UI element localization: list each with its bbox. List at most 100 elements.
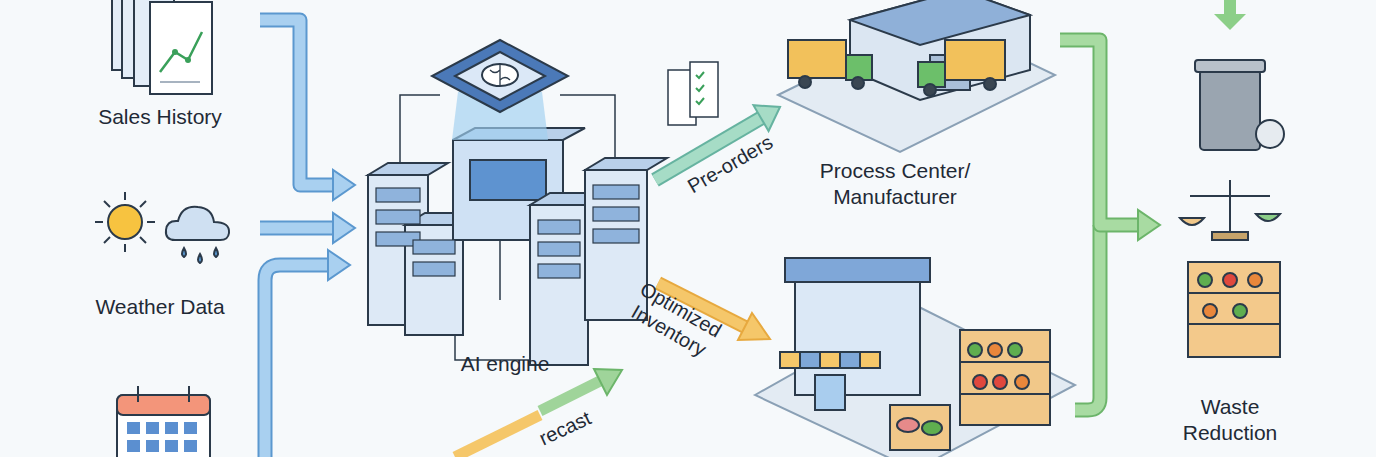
page [150, 2, 212, 94]
chart-dot [172, 49, 178, 55]
day-cell [146, 440, 159, 452]
chip [432, 40, 568, 112]
slot [413, 240, 455, 254]
produce [1223, 273, 1237, 287]
calendar-body [117, 395, 210, 457]
server-top [585, 158, 667, 170]
server-cluster [368, 40, 667, 365]
edge-label: Pre-orders [683, 130, 777, 198]
shelf-line [1188, 292, 1280, 294]
produce [988, 343, 1002, 357]
produce [968, 343, 982, 357]
day-cell [165, 422, 178, 434]
arrow-outline [265, 265, 328, 457]
day-cell [184, 440, 197, 452]
vegetable [922, 421, 942, 435]
chart-dot [185, 57, 191, 63]
calendar-ring [137, 386, 139, 402]
produce-shelf [1188, 262, 1280, 357]
bracket-leg [1075, 225, 1100, 410]
scale-beam [1190, 195, 1270, 197]
down-arrow [1224, 0, 1236, 14]
rain-drop [214, 248, 218, 257]
arrow-body [455, 415, 540, 457]
scale-pan [1256, 214, 1280, 221]
arrow-outline [260, 20, 335, 185]
sun-ray [124, 244, 126, 252]
produce-shelf [960, 330, 1050, 425]
produce [1233, 304, 1247, 318]
arrow-body [1060, 40, 1140, 225]
sun-icon [95, 192, 155, 252]
shelf-line [960, 393, 1050, 395]
arrow-head [738, 313, 770, 340]
order-sheet [690, 62, 718, 117]
bracket-outline [1075, 225, 1100, 410]
slot [538, 264, 580, 278]
day-cell [146, 422, 159, 434]
calendar-ring [188, 386, 190, 402]
store-door [815, 375, 845, 410]
day-cell [184, 422, 197, 434]
arrow-body [265, 265, 330, 457]
node-label: Process Center/ Manufacturer [795, 158, 995, 210]
sun-ray [124, 192, 126, 200]
produce [1015, 375, 1029, 389]
arrow-outline [1060, 40, 1140, 225]
arrow-head [333, 213, 355, 243]
sun-ray [140, 237, 146, 243]
text-line [160, 81, 200, 83]
arrow-body [540, 381, 600, 411]
node-label: Sales History [60, 104, 260, 130]
server-rack [530, 205, 588, 365]
wheel [852, 77, 864, 89]
day-cell [127, 440, 140, 452]
wheel [984, 78, 996, 90]
trash-can [1200, 70, 1260, 150]
produce [1248, 273, 1262, 287]
check-mark [696, 72, 704, 104]
awning-stripe [840, 352, 860, 368]
chart-line [160, 32, 202, 72]
sun-ray [147, 221, 155, 223]
down-arrow-head [1214, 14, 1246, 30]
warehouse-illustration [778, 0, 1055, 152]
brain [482, 64, 518, 86]
wheel [799, 76, 811, 88]
truck-cargo [788, 40, 846, 78]
produce [1008, 343, 1022, 357]
node-box: AI engine [355, 40, 655, 385]
store-building [795, 280, 920, 395]
awning-stripe [780, 352, 800, 368]
cloud [166, 207, 229, 240]
node-box: Weather Data [60, 185, 260, 325]
produce-crate [890, 405, 950, 450]
arrow-head [594, 369, 622, 395]
awning-stripe [860, 352, 880, 368]
slot [593, 207, 639, 221]
awning-stripe [800, 352, 820, 368]
flow-arrow [260, 20, 355, 200]
building [850, 0, 1030, 100]
server-rack [405, 225, 463, 335]
preorder-icon [668, 62, 718, 125]
arrow-outline [260, 221, 335, 236]
node-box: Waste Reduction [1160, 0, 1300, 445]
rack-slots [376, 185, 639, 278]
node-box: Sales History [60, 0, 260, 135]
store-illustration [755, 258, 1075, 457]
rain-drop [198, 254, 202, 263]
chip-core [455, 52, 545, 100]
arrow-body [260, 20, 335, 185]
slot [593, 185, 639, 199]
arrow-head [328, 250, 350, 280]
rain-drop [182, 248, 186, 257]
calendar-band [117, 395, 210, 415]
calendar-icon [117, 386, 210, 457]
trash-lid-side [1256, 120, 1284, 148]
scale-post [1229, 180, 1231, 234]
waste-icons [1180, 0, 1284, 357]
calendar-arrow [265, 250, 350, 457]
brain-fold [490, 64, 510, 86]
